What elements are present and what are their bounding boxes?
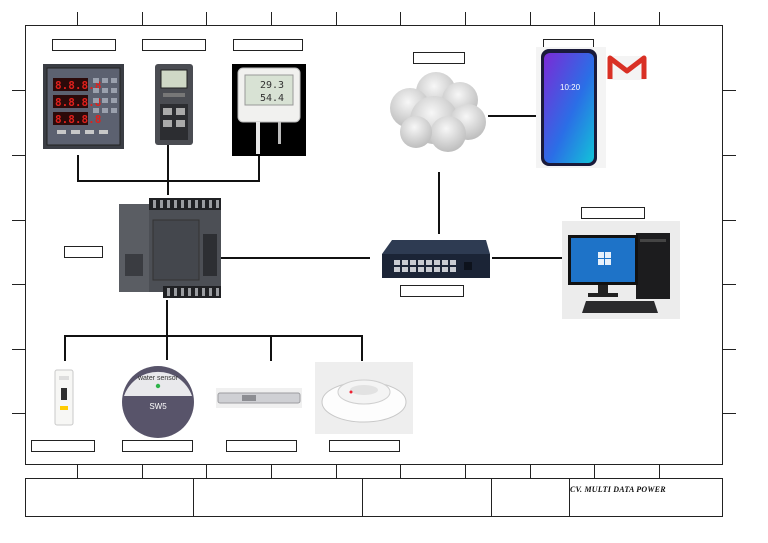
frame-tick bbox=[271, 12, 272, 25]
label-box-switch bbox=[400, 285, 464, 297]
label-box-computer bbox=[581, 207, 645, 219]
water-sensor-brand: water sensor bbox=[137, 375, 179, 382]
frame-tick bbox=[594, 12, 595, 25]
frame-tick bbox=[723, 155, 736, 156]
frame-tick bbox=[594, 465, 595, 478]
label-box-water-sensor bbox=[122, 440, 193, 452]
gmail-icon bbox=[607, 55, 647, 80]
title-block-divider bbox=[569, 479, 570, 516]
frame-tick bbox=[659, 465, 660, 478]
frame-tick bbox=[12, 155, 25, 156]
frame-tick bbox=[12, 349, 25, 350]
title-block-divider bbox=[193, 479, 194, 516]
frame-tick bbox=[400, 12, 401, 25]
connector-line bbox=[167, 145, 169, 195]
frame-tick bbox=[142, 465, 143, 478]
connector-line bbox=[77, 155, 79, 182]
frame-tick bbox=[659, 12, 660, 25]
frame-tick bbox=[723, 90, 736, 91]
frame-tick bbox=[530, 12, 531, 25]
connector-line bbox=[492, 257, 562, 259]
label-box-door-lock bbox=[226, 440, 297, 452]
connector-line bbox=[270, 335, 272, 361]
frame-tick bbox=[142, 12, 143, 25]
magnetic-door-lock-icon bbox=[216, 388, 302, 408]
sensor-temperature-readout: 29.3 bbox=[260, 80, 284, 91]
frame-tick bbox=[271, 465, 272, 478]
network-switch-icon bbox=[382, 240, 490, 278]
frame-tick bbox=[206, 12, 207, 25]
label-box-smoke-detector bbox=[329, 440, 400, 452]
frame-tick bbox=[400, 465, 401, 478]
phone-clock: 10:20 bbox=[560, 83, 581, 92]
meter-reading-1: 8.8.8.8 bbox=[55, 79, 101, 92]
frame-tick bbox=[12, 90, 25, 91]
frame-tick bbox=[12, 220, 25, 221]
connector-line bbox=[166, 300, 168, 360]
frame-tick bbox=[530, 465, 531, 478]
connector-line bbox=[438, 172, 440, 234]
frame-tick bbox=[12, 413, 25, 414]
label-box-temperature-sensor bbox=[233, 39, 303, 51]
circuit-breaker-icon bbox=[54, 369, 74, 426]
frame-tick bbox=[12, 284, 25, 285]
connector-line bbox=[258, 155, 260, 182]
title-block-divider bbox=[362, 479, 363, 516]
connector-line bbox=[220, 257, 370, 259]
label-box-power-meter bbox=[52, 39, 116, 51]
water-sensor-model: SW5 bbox=[149, 402, 167, 411]
frame-tick bbox=[723, 413, 736, 414]
frame-tick bbox=[77, 12, 78, 25]
cloud-icon bbox=[390, 72, 486, 152]
frame-tick bbox=[465, 465, 466, 478]
frame-tick bbox=[336, 465, 337, 478]
connector-line bbox=[488, 115, 536, 117]
company-name: CV. MULTI DATA POWER bbox=[570, 485, 666, 494]
label-box-cloud bbox=[413, 52, 465, 64]
sensor-humidity-readout: 54.4 bbox=[260, 93, 284, 104]
smoke-detector-icon bbox=[315, 362, 413, 434]
frame-tick bbox=[723, 220, 736, 221]
frame-tick bbox=[336, 12, 337, 25]
label-box-network-module bbox=[142, 39, 206, 51]
connector-line bbox=[64, 335, 362, 337]
frame-tick bbox=[723, 284, 736, 285]
frame-tick bbox=[465, 12, 466, 25]
title-block-divider bbox=[491, 479, 492, 516]
title-block bbox=[25, 478, 723, 517]
meter-reading-2: 8.8.8.8 bbox=[55, 96, 101, 109]
water-sensor-icon: water sensor SW5 bbox=[122, 366, 194, 438]
connector-line bbox=[64, 335, 66, 361]
frame-tick bbox=[723, 349, 736, 350]
drawing-frame bbox=[25, 25, 723, 465]
frame-tick bbox=[77, 465, 78, 478]
smartphone-icon: 10:20 bbox=[536, 47, 606, 168]
plc-controller-icon bbox=[119, 198, 221, 298]
power-meter-icon: 8.8.8.8 8.8.8.8 8.8.8.8 bbox=[43, 64, 124, 149]
frame-tick bbox=[206, 465, 207, 478]
network-module-icon bbox=[155, 64, 193, 145]
label-box-circuit-breaker bbox=[31, 440, 95, 452]
label-box-plc bbox=[64, 246, 103, 258]
temperature-humidity-sensor-icon: 29.3 54.4 bbox=[232, 64, 306, 156]
meter-reading-3: 8.8.8.8 bbox=[55, 113, 101, 126]
connector-line bbox=[361, 335, 363, 361]
desktop-computer-icon bbox=[562, 221, 680, 319]
